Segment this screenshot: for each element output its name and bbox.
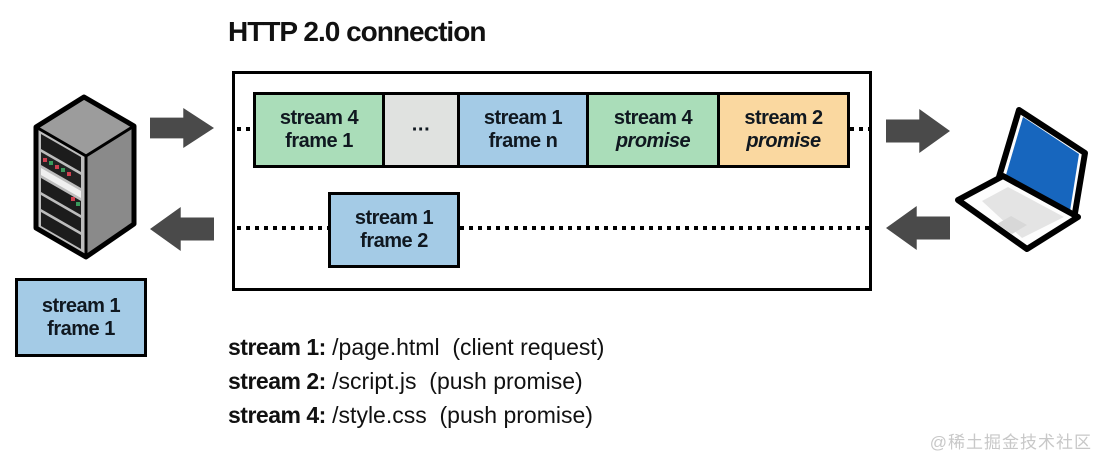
block-arrow-left-icon bbox=[886, 206, 950, 250]
stream-legend: stream 1: /page.html (client request) st… bbox=[228, 330, 604, 432]
frame-label-top: stream 4 bbox=[613, 107, 693, 129]
legend-stream-value: /script.js (push promise) bbox=[325, 368, 583, 394]
legend-stream-value: /style.css (push promise) bbox=[325, 402, 593, 428]
dotted-line bbox=[850, 127, 870, 131]
dotted-line bbox=[237, 127, 253, 131]
legend-line-stream4: stream 4: /style.css (push promise) bbox=[228, 398, 604, 432]
frame-stream1-frame2: stream 1 frame 2 bbox=[328, 192, 460, 268]
frame-label-bottom: promise bbox=[615, 130, 691, 152]
diagram-title: HTTP 2.0 connection bbox=[228, 16, 486, 47]
legend-stream-label: stream 1: bbox=[228, 334, 326, 360]
frame-label-bottom: frame 1 bbox=[285, 130, 353, 152]
frame-strip: stream 4 frame 1 ··· stream 1 frame n st… bbox=[253, 92, 850, 168]
frame-label-top: stream 1 bbox=[354, 207, 434, 229]
legend-line-stream2: stream 2: /script.js (push promise) bbox=[228, 364, 604, 398]
frame-stream2-promise: stream 2 promise bbox=[717, 92, 850, 168]
ellipsis-label: ··· bbox=[411, 118, 431, 141]
watermark: @稀土掘金技术社区 bbox=[929, 433, 1092, 452]
frame-label-bottom: frame 2 bbox=[360, 230, 428, 252]
dotted-line bbox=[460, 226, 870, 230]
legend-stream-label: stream 4: bbox=[228, 402, 326, 428]
frame-stream4-frame1: stream 4 frame 1 bbox=[253, 92, 385, 168]
frame-label-top: stream 4 bbox=[279, 107, 359, 129]
block-arrow-left-icon bbox=[150, 207, 214, 251]
frame-stream4-promise: stream 4 promise bbox=[586, 92, 720, 168]
legend-stream-value: /page.html (client request) bbox=[325, 334, 605, 360]
frame-stream1-frame1: stream 1 frame 1 bbox=[15, 278, 147, 357]
block-arrow-right-icon bbox=[886, 109, 950, 153]
frame-label-bottom: promise bbox=[746, 130, 821, 152]
laptop-icon bbox=[955, 107, 1088, 252]
server-icon bbox=[33, 94, 137, 260]
legend-stream-label: stream 2: bbox=[228, 368, 326, 394]
block-arrow-right-icon bbox=[150, 108, 214, 148]
frame-label-top: stream 2 bbox=[744, 107, 823, 129]
legend-line-stream1: stream 1: /page.html (client request) bbox=[228, 330, 604, 364]
frame-label-top: stream 1 bbox=[483, 107, 563, 129]
frame-ellipsis: ··· bbox=[382, 92, 460, 168]
frame-label-bottom: frame n bbox=[488, 130, 558, 152]
frame-label-top: stream 1 bbox=[41, 294, 121, 317]
frame-stream1-framen: stream 1 frame n bbox=[457, 92, 589, 168]
frame-label-bottom: frame 1 bbox=[47, 317, 115, 340]
dotted-line bbox=[237, 226, 328, 230]
